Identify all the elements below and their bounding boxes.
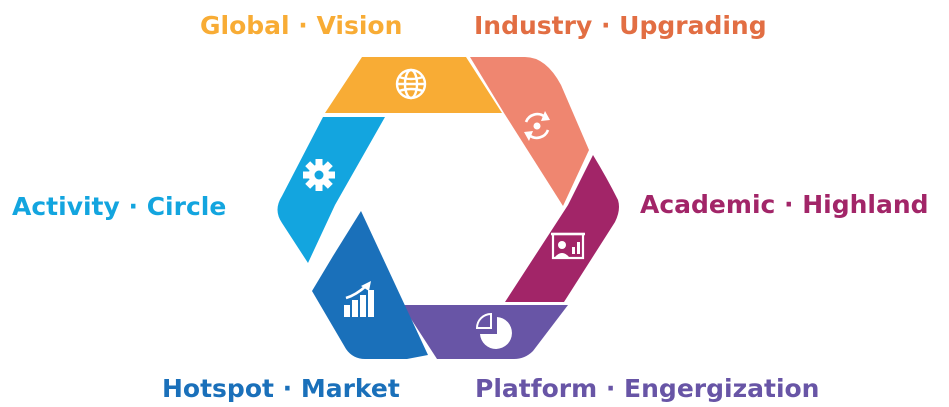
segment-platform — [402, 305, 568, 359]
label-global-vision: Global · Vision — [200, 11, 403, 40]
refresh-cycle-icon — [524, 111, 550, 141]
globe-icon — [395, 68, 427, 100]
label-academic-highland: Academic · Highland — [640, 190, 929, 219]
label-platform-engergization: Platform · Engergization — [475, 374, 820, 403]
label-activity-circle: Activity · Circle — [12, 192, 227, 221]
label-industry-upgrading: Industry · Upgrading — [474, 11, 767, 40]
growth-bars-icon — [344, 281, 374, 317]
presenter-board-icon — [551, 232, 585, 260]
segment-activity — [277, 117, 385, 263]
pie-chart-icon — [475, 312, 512, 349]
segment-academic — [505, 155, 619, 302]
label-hotspot-market: Hotspot · Market — [162, 374, 400, 403]
gear-icon — [303, 159, 335, 191]
